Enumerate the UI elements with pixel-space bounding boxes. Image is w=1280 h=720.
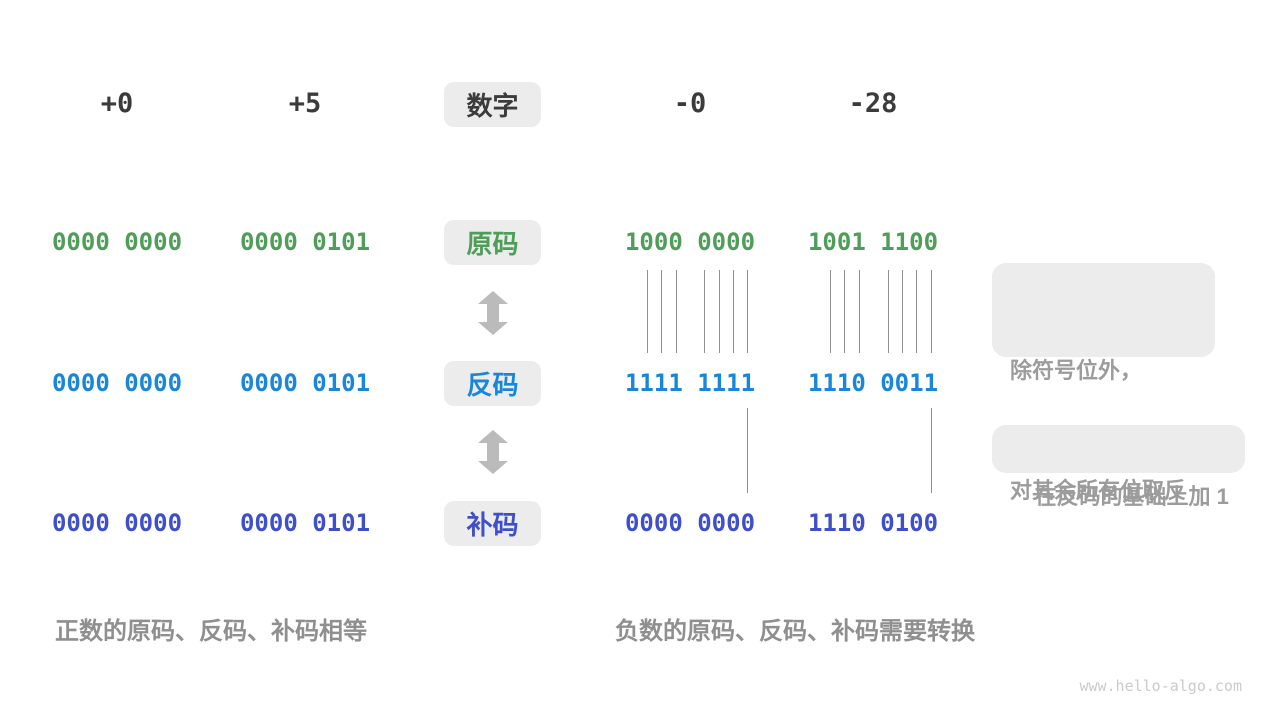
- add-one-line: [747, 408, 748, 493]
- header-positive-five: +5: [288, 88, 322, 119]
- twos-complement-pos-zero: 0000 0000: [51, 509, 183, 537]
- flip-rule-line1: 除符号位外，: [1010, 358, 1143, 383]
- ones-complement-tag: 反码: [444, 361, 541, 406]
- ones-complement-pos-five: 0000 0101: [239, 369, 371, 397]
- updown-arrow-icon: [478, 291, 508, 335]
- bit-flip-line: [676, 270, 677, 353]
- ones-complement-neg-zero: 1111 1111: [624, 369, 756, 397]
- bit-flip-line: [902, 270, 903, 353]
- bit-flip-line: [830, 270, 831, 353]
- bit-flip-line: [747, 270, 748, 353]
- bit-flip-line: [733, 270, 734, 353]
- bit-flip-line: [931, 270, 932, 353]
- flip-rule-note: 除符号位外， 对其余所有位取反: [992, 263, 1215, 503]
- add-one-rule-note: 在反码的基础上加 1: [992, 425, 1245, 509]
- bit-flip-line: [647, 270, 648, 353]
- twos-complement-neg-zero: 0000 0000: [624, 509, 756, 537]
- header-number-tag: 数字: [444, 82, 541, 127]
- header-negative-28: -28: [848, 88, 898, 119]
- bit-flip-line: [916, 270, 917, 353]
- updown-arrow-icon: [478, 430, 508, 474]
- bit-flip-line: [719, 270, 720, 353]
- twos-complement-tag: 补码: [444, 501, 541, 546]
- bit-flip-line: [888, 270, 889, 353]
- twos-complement-neg-28: 1110 0100: [807, 509, 939, 537]
- add-one-line: [931, 408, 932, 493]
- sign-magnitude-pos-five: 0000 0101: [239, 228, 371, 256]
- sign-magnitude-neg-zero: 1000 0000: [624, 228, 756, 256]
- ones-complement-neg-28: 1110 0011: [807, 369, 939, 397]
- ones-complement-pos-zero: 0000 0000: [51, 369, 183, 397]
- header-positive-zero: +0: [100, 88, 134, 119]
- bit-flip-line: [844, 270, 845, 353]
- watermark: www.hello-algo.com: [1079, 677, 1242, 695]
- sign-magnitude-pos-zero: 0000 0000: [51, 228, 183, 256]
- bit-flip-line: [661, 270, 662, 353]
- ones-complement-tag-label: 反码: [466, 370, 519, 400]
- add-one-rule-label: 在反码的基础上加 1: [1034, 484, 1229, 509]
- header-negative-zero: -0: [673, 88, 707, 119]
- twos-complement-tag-label: 补码: [466, 510, 519, 540]
- bit-flip-line: [704, 270, 705, 353]
- flip-rule-line2: 对其余所有位取反: [1010, 471, 1215, 511]
- sign-magnitude-tag-label: 原码: [466, 229, 519, 259]
- sign-magnitude-neg-28: 1001 1100: [807, 228, 939, 256]
- caption-positive-numbers: 正数的原码、反码、补码相等: [55, 618, 367, 645]
- twos-complement-pos-five: 0000 0101: [239, 509, 371, 537]
- header-number-tag-label: 数字: [466, 91, 519, 121]
- sign-magnitude-tag: 原码: [444, 220, 541, 265]
- bit-flip-line: [859, 270, 860, 353]
- caption-negative-numbers: 负数的原码、反码、补码需要转换: [615, 618, 975, 645]
